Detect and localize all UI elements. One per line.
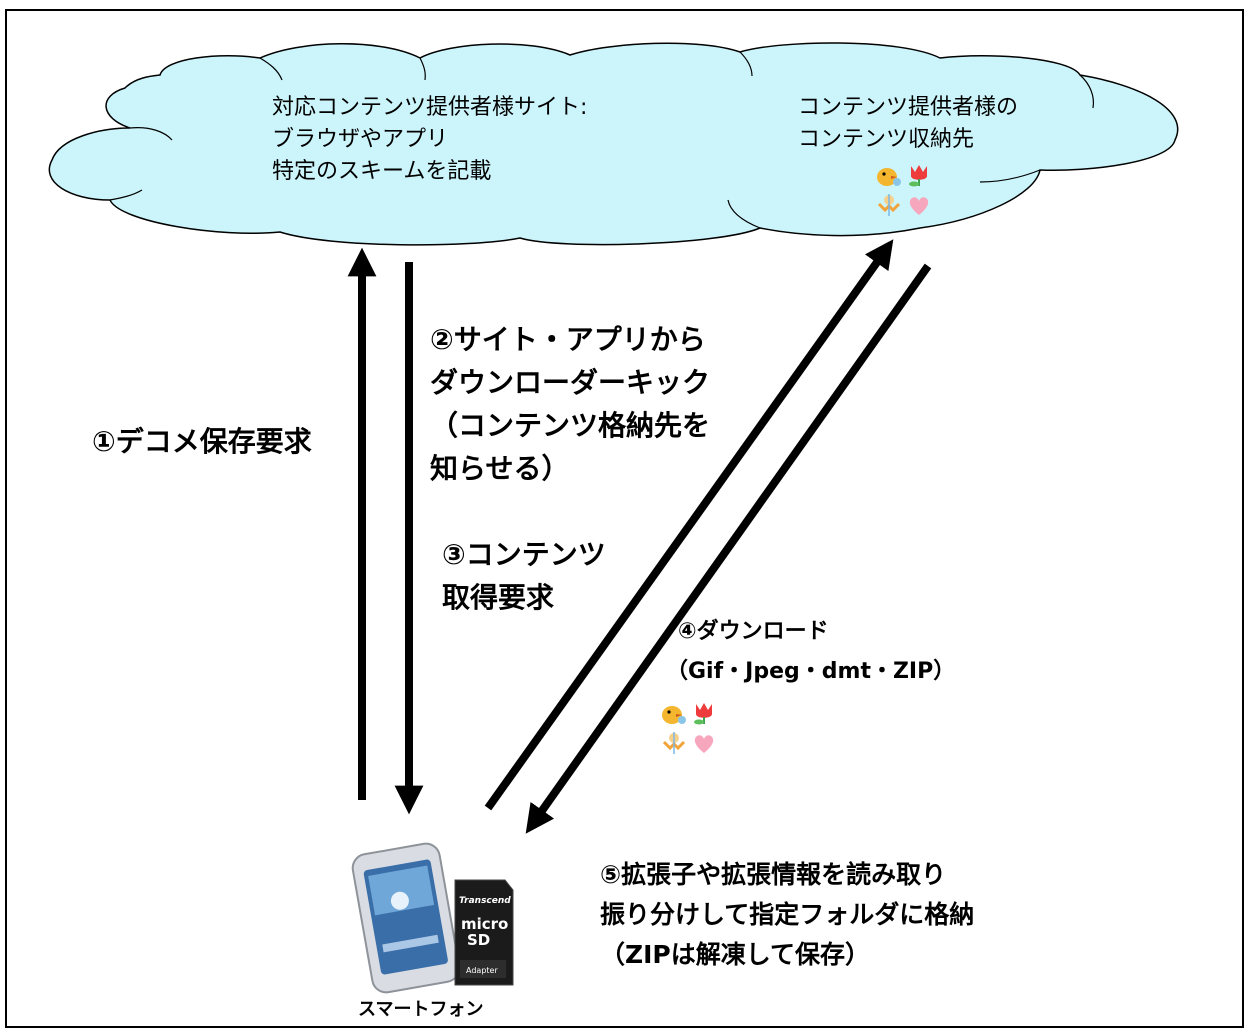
step4-label: ④ダウンロード （Gif・Jpeg・dmt・ZIP） — [666, 612, 955, 692]
step2-label: ②サイト・アプリから ダウンローダーキック （コンテンツ格納先を 知らせる） — [430, 318, 710, 490]
microsd-adapter-icon — [454, 879, 514, 986]
chick-icon — [877, 168, 901, 186]
cloud-left-line: 対応コンテンツ提供者様サイト: — [272, 95, 588, 120]
cloud-right-line: コンテンツ提供者様の — [798, 95, 1019, 120]
cloud-left-line: 特定のスキームを記載 — [272, 159, 492, 184]
chick-icon — [662, 706, 686, 724]
tulip-icon — [909, 165, 927, 187]
arrow-step3-up — [484, 239, 894, 811]
cloud-shape — [48, 42, 1179, 246]
cloud-left-text: 対応コンテンツ提供者様サイト: ブラウザやアプリ 特定のスキームを記載 — [272, 92, 587, 188]
cloud-right-text: コンテンツ提供者様の コンテンツ収納先 — [798, 92, 1018, 156]
sd-adapter-label: Adapter — [466, 966, 498, 975]
sd-type: micro SD — [461, 916, 508, 948]
tulip-icon — [694, 703, 712, 725]
cloud-content-icons — [875, 162, 955, 222]
step4-line: （Gif・Jpeg・dmt・ZIP） — [666, 659, 956, 684]
smartphone-label: スマートフォン — [358, 999, 484, 1020]
diagram-frame — [5, 9, 1244, 1028]
arrow-step4-down — [525, 263, 932, 834]
cloud-right-line: コンテンツ収納先 — [798, 127, 975, 152]
step2-line: （コンテンツ格納先を — [430, 409, 711, 442]
smartphone-icon — [351, 842, 461, 994]
step2-line: ②サイト・アプリから — [430, 323, 706, 356]
step2-line: ダウンローダーキック — [430, 366, 711, 399]
step3-line: ③コンテンツ — [442, 538, 606, 571]
step2-line: 知らせる） — [430, 452, 570, 485]
download-content-icons — [660, 700, 740, 760]
step5-line: （ZIPは解凍して保存） — [600, 940, 871, 969]
step5-line: 振り分けして指定フォルダに格納 — [600, 900, 975, 929]
sd-type-bottom: SD — [467, 931, 491, 949]
heart-icon — [694, 735, 714, 753]
step3-line: 取得要求 — [442, 581, 555, 614]
cupid-icon — [662, 732, 686, 754]
step5-line: ⑤拡張子や拡張情報を読み取り — [600, 860, 947, 889]
step1-label: ①デコメ保存要求 — [92, 425, 312, 458]
cloud-left-line: ブラウザやアプリ — [272, 127, 449, 152]
heart-icon — [909, 197, 929, 215]
step3-label: ③コンテンツ 取得要求 — [442, 533, 606, 619]
step4-line: ④ダウンロード — [678, 619, 829, 644]
sd-type-top: micro — [461, 915, 509, 933]
step5-label: ⑤拡張子や拡張情報を読み取り 振り分けして指定フォルダに格納 （ZIPは解凍して… — [600, 855, 974, 975]
cupid-icon — [877, 194, 901, 216]
sd-brand: Transcend — [459, 896, 511, 906]
